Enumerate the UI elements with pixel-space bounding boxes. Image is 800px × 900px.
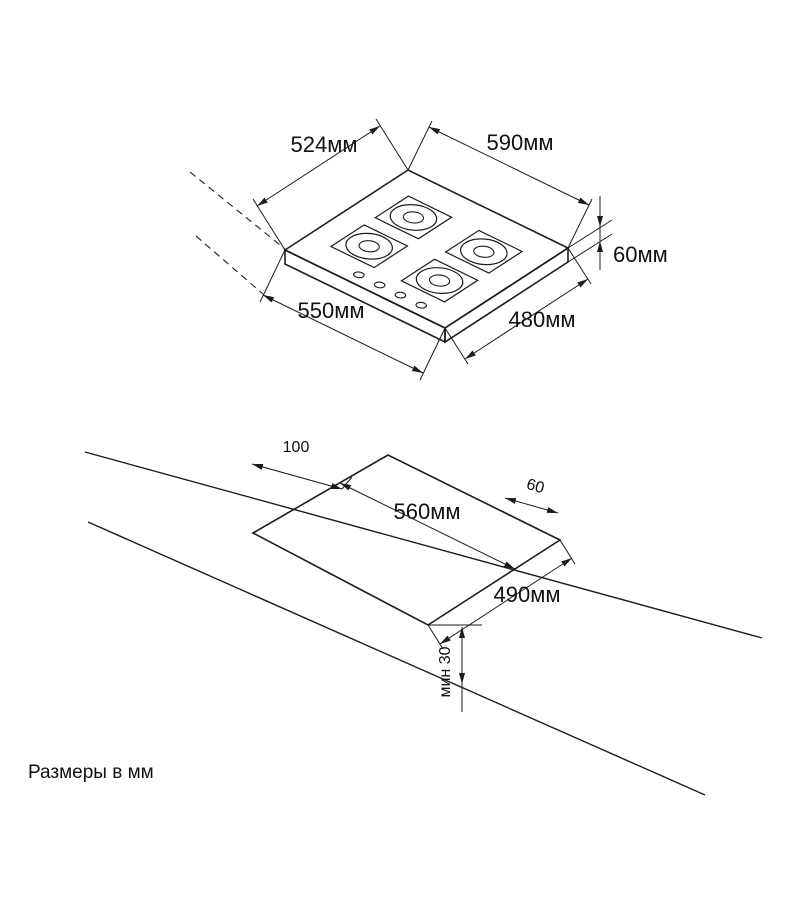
dimension-label-min30: мин 30 xyxy=(437,646,454,697)
dimension-label-590: 590мм xyxy=(487,130,554,155)
burner-back-ring xyxy=(381,199,446,235)
burner-left-support xyxy=(331,225,407,268)
dimension-524: 524мм xyxy=(252,118,409,251)
burner-back-cap xyxy=(399,210,427,226)
burner-left xyxy=(331,225,407,268)
burner-front xyxy=(401,259,477,302)
dimension-560: 560мм xyxy=(339,482,516,570)
worktop-front-edge xyxy=(87,521,706,796)
dimension-label-490: 490мм xyxy=(494,582,561,607)
dimension-480: 480мм xyxy=(444,247,592,365)
burner-back-support xyxy=(375,196,451,239)
knob-3 xyxy=(393,291,408,299)
projection-line-2 xyxy=(195,235,264,295)
burner-front-ring xyxy=(407,262,472,298)
burner-front-cap xyxy=(425,273,453,289)
burner-right-cap xyxy=(470,244,498,260)
dimension-490: 490мм xyxy=(427,539,576,650)
hob-side-face-left xyxy=(284,248,446,344)
dimension-550: 550мм xyxy=(259,249,446,381)
burner-left-ring xyxy=(337,228,402,264)
hob-isometric-view: 524мм 590мм 60мм 550мм xyxy=(190,119,668,380)
dimension-label-550: 550мм xyxy=(298,298,365,323)
knob-4 xyxy=(414,301,429,309)
knob-1 xyxy=(351,271,366,279)
dimension-100: 100 xyxy=(251,439,353,490)
dimension-60mm: 60мм xyxy=(567,196,668,270)
dimension-60: 60 xyxy=(504,476,559,514)
dimension-label-60mm: 60мм xyxy=(613,242,668,267)
burner-right xyxy=(446,230,522,273)
dimension-label-100: 100 xyxy=(283,439,310,456)
dimension-590: 590мм xyxy=(407,120,593,249)
worktop-rear-edge xyxy=(84,451,763,639)
burner-back xyxy=(375,196,451,239)
units-note: Размеры в мм xyxy=(28,762,154,783)
dimension-label-524: 524мм xyxy=(291,132,358,157)
dimension-label-60: 60 xyxy=(524,476,546,497)
burner-left-cap xyxy=(355,238,383,254)
dimension-min30: мин 30 xyxy=(428,624,482,712)
cutout-plan-view: 100 60 560мм 490мм мин 30 xyxy=(84,439,763,796)
burner-front-support xyxy=(401,259,477,302)
burner-right-support xyxy=(446,230,522,273)
dimension-label-480: 480мм xyxy=(509,307,576,332)
dimension-label-560: 560мм xyxy=(394,499,461,524)
knob-2 xyxy=(372,281,387,289)
projection-line-1 xyxy=(189,171,286,250)
burner-right-ring xyxy=(451,234,516,270)
